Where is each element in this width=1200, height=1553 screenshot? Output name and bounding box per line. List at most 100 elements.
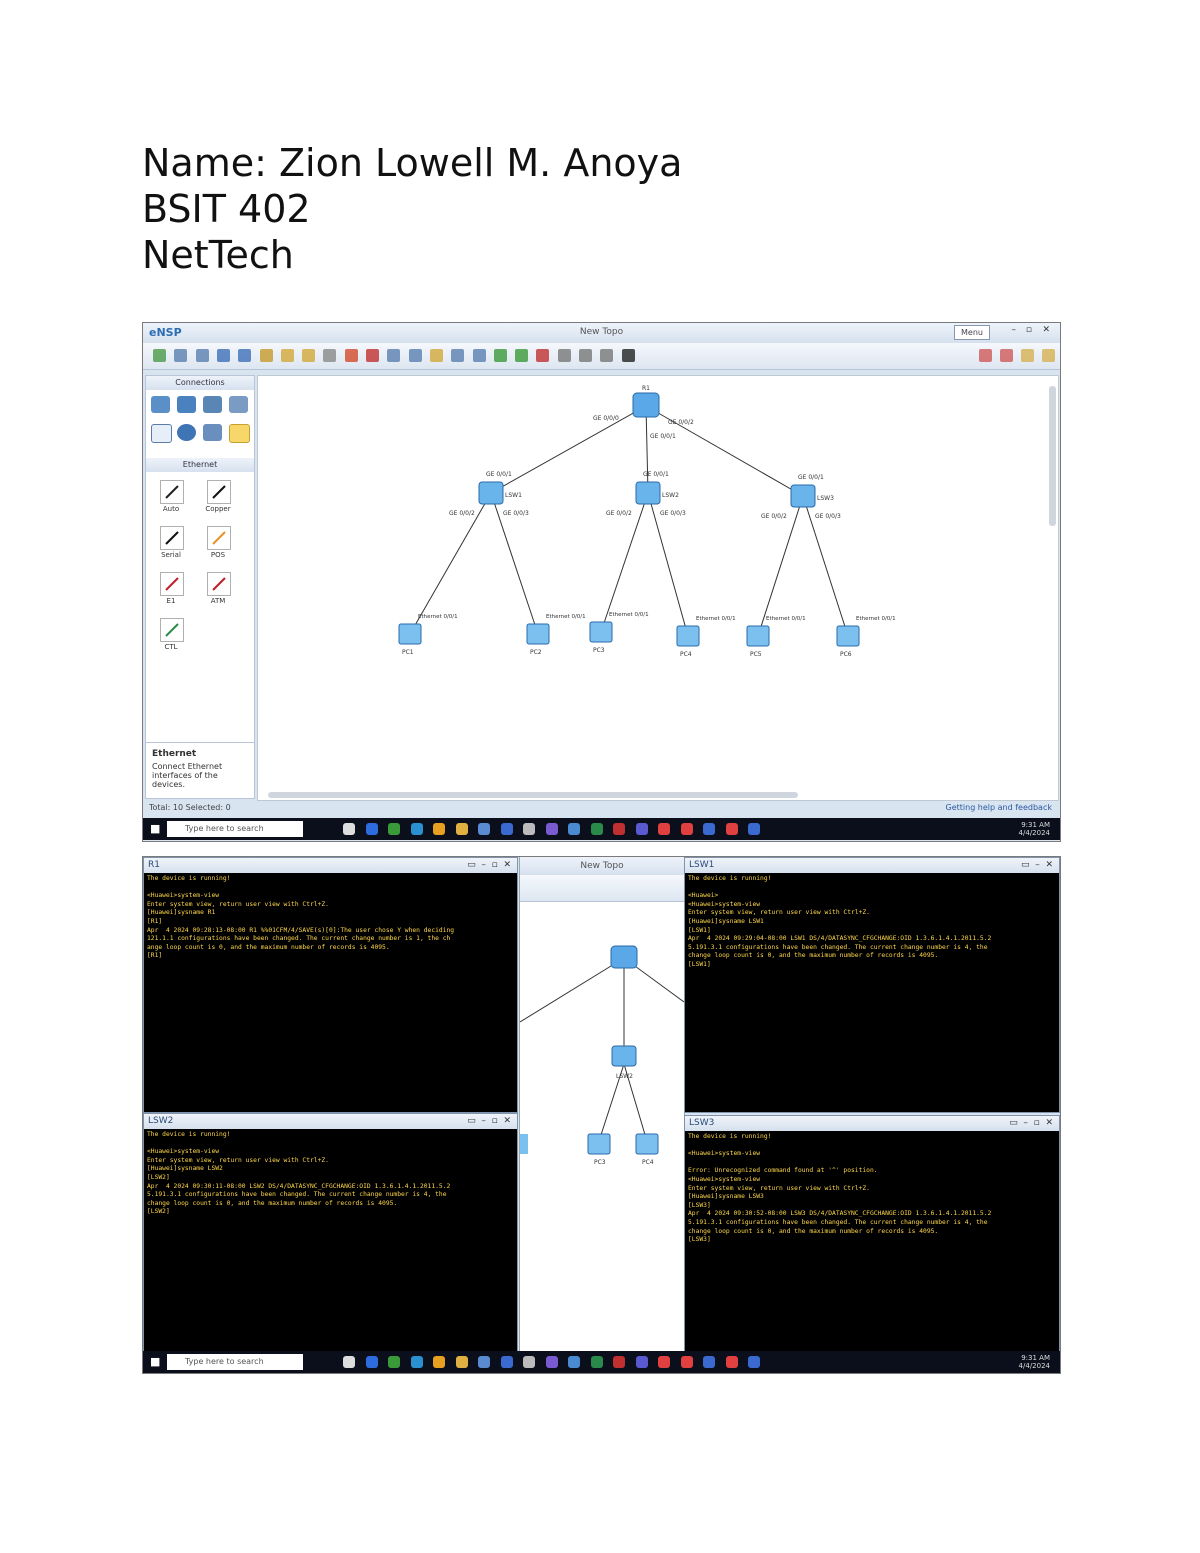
- toolbar-tool-icon[interactable]: [387, 349, 401, 362]
- taskbar-app-icon[interactable]: [455, 1356, 468, 1368]
- cloud-category-icon[interactable]: [177, 424, 196, 441]
- window-controls-icon[interactable]: ▭ – ▫ ✕: [467, 860, 511, 870]
- taskbar-search[interactable]: Type here to search: [167, 821, 303, 837]
- other-device-icon[interactable]: [203, 424, 222, 441]
- pc-icon[interactable]: [398, 623, 422, 645]
- taskbar-app-icon[interactable]: [365, 1356, 378, 1368]
- toolbar-tool-icon[interactable]: [280, 349, 294, 362]
- taskbar-app-icon[interactable]: [658, 1356, 670, 1368]
- toolbar-tool-icon[interactable]: [621, 349, 635, 362]
- terminal-output[interactable]: The device is running! <Huawei>system-vi…: [147, 1131, 451, 1216]
- vertical-scrollbar[interactable]: [1049, 386, 1056, 526]
- taskbar-app-icon[interactable]: [410, 1356, 423, 1368]
- taskbar-app-icon[interactable]: [410, 823, 423, 835]
- router-icon[interactable]: [632, 392, 660, 418]
- toolbar-tool-icon[interactable]: [408, 349, 422, 362]
- taskbar-app-icon[interactable]: [388, 1356, 400, 1368]
- terminal-lsw3[interactable]: LSW3▭ – ▫ ✕ The device is running! <Huaw…: [684, 1115, 1060, 1352]
- toolbar-tool-icon[interactable]: [493, 349, 507, 362]
- toolbar-tool-icon[interactable]: [557, 349, 571, 362]
- firewall-category-icon[interactable]: [229, 396, 248, 413]
- horizontal-scrollbar[interactable]: [268, 792, 798, 798]
- router-category-icon[interactable]: [151, 396, 170, 413]
- minimize-icon[interactable]: –: [1011, 325, 1017, 335]
- taskbar-app-icon[interactable]: [545, 1356, 558, 1368]
- toolbar-right-icon[interactable]: [1042, 349, 1055, 362]
- toolbar-tool-icon[interactable]: [472, 349, 486, 362]
- taskbar-app-icon[interactable]: [680, 1356, 693, 1368]
- maximize-icon[interactable]: ▫: [1025, 325, 1032, 335]
- router-icon[interactable]: [610, 945, 638, 969]
- toolbar-tool-icon[interactable]: [536, 349, 550, 362]
- taskbar-app-icon[interactable]: [568, 1356, 580, 1368]
- pc-icon[interactable]: [746, 625, 770, 647]
- taskbar-app-icon[interactable]: [500, 823, 513, 835]
- menu-button[interactable]: Menu: [954, 325, 990, 340]
- pc-icon[interactable]: [676, 625, 700, 647]
- taskbar-app-icon[interactable]: [433, 823, 445, 835]
- taskbar-app-icon[interactable]: [343, 823, 355, 835]
- window-controls-icon[interactable]: ▭ – ▫ ✕: [1009, 1118, 1053, 1128]
- pc-icon[interactable]: [836, 625, 860, 647]
- taskbar-app-icon[interactable]: [545, 823, 558, 835]
- toolbar-tool-icon[interactable]: [451, 349, 465, 362]
- toolbar-tool-icon[interactable]: [515, 349, 529, 362]
- cable-auto-icon[interactable]: [160, 480, 184, 504]
- taskbar-app-icon[interactable]: [365, 823, 378, 835]
- taskbar-app-icon[interactable]: [455, 823, 468, 835]
- taskbar-search[interactable]: Type here to search: [167, 1354, 303, 1370]
- cable-atm-icon[interactable]: [207, 572, 231, 596]
- cable-copper-icon[interactable]: [207, 480, 231, 504]
- cable-e1-icon[interactable]: [160, 572, 184, 596]
- close-icon[interactable]: ✕: [1042, 325, 1050, 335]
- taskbar-app-icon[interactable]: [725, 823, 738, 835]
- toolbar-tool-icon[interactable]: [344, 349, 358, 362]
- toolbar-tool-icon[interactable]: [600, 349, 614, 362]
- taskbar-app-icon[interactable]: [343, 1356, 355, 1368]
- toolbar-tool-icon[interactable]: [302, 349, 316, 362]
- taskbar-app-icon[interactable]: [523, 823, 535, 835]
- connection-category-icon[interactable]: [229, 424, 250, 443]
- taskbar-app-icon[interactable]: [613, 823, 625, 835]
- taskbar-app-icon[interactable]: [590, 823, 603, 835]
- taskbar-app-icon[interactable]: [478, 823, 490, 835]
- taskbar-app-icon[interactable]: [635, 823, 648, 835]
- pc-category-icon[interactable]: [151, 424, 172, 443]
- toolbar-right-icon[interactable]: [1021, 349, 1034, 362]
- switch-category-icon[interactable]: [177, 396, 196, 413]
- terminal-output[interactable]: The device is running! <Huawei>system-vi…: [688, 1133, 992, 1244]
- window-controls-icon[interactable]: ▭ – ✕: [1021, 860, 1053, 870]
- switch-icon[interactable]: [478, 481, 504, 505]
- terminal-lsw2[interactable]: LSW2▭ – ▫ ✕ The device is running! <Huaw…: [143, 1113, 518, 1352]
- toolbar-tool-icon[interactable]: [195, 349, 209, 362]
- taskbar-app-icon[interactable]: [590, 1356, 603, 1368]
- toolbar-tool-icon[interactable]: [323, 349, 337, 362]
- taskbar-app-icon[interactable]: [748, 1356, 760, 1368]
- cable-ctl-icon[interactable]: [160, 618, 184, 642]
- windows-start-icon[interactable]: ■: [150, 822, 161, 835]
- switch-icon[interactable]: [790, 484, 816, 508]
- taskbar-app-icon[interactable]: [500, 1356, 513, 1368]
- toolbar-tool-icon[interactable]: [238, 349, 252, 362]
- toolbar-tool-icon[interactable]: [429, 349, 443, 362]
- windows-start-icon[interactable]: ■: [150, 1355, 161, 1368]
- terminal-output[interactable]: The device is running! <Huawei> <Huawei>…: [688, 875, 992, 968]
- taskbar-app-icon[interactable]: [568, 823, 580, 835]
- taskbar-app-icon[interactable]: [703, 823, 715, 835]
- toolbar-tool-icon[interactable]: [216, 349, 230, 362]
- help-link[interactable]: Getting help and feedback: [945, 803, 1053, 812]
- toolbar-tool-icon[interactable]: [174, 349, 188, 362]
- terminal-r1[interactable]: R1▭ – ▫ ✕ The device is running! <Huawei…: [143, 857, 518, 1113]
- cable-serial-icon[interactable]: [160, 526, 184, 550]
- taskbar-app-icon[interactable]: [613, 1356, 625, 1368]
- toolbar-tool-icon[interactable]: [153, 349, 166, 362]
- taskbar-app-icon[interactable]: [478, 1356, 490, 1368]
- pc-icon[interactable]: [635, 1133, 659, 1155]
- toolbar-tool-icon[interactable]: [366, 349, 379, 362]
- toolbar-tool-icon[interactable]: [259, 349, 273, 362]
- taskbar-app-icon[interactable]: [680, 823, 693, 835]
- pc-icon[interactable]: [526, 623, 550, 645]
- switch-icon[interactable]: [635, 481, 661, 505]
- taskbar-app-icon[interactable]: [725, 1356, 738, 1368]
